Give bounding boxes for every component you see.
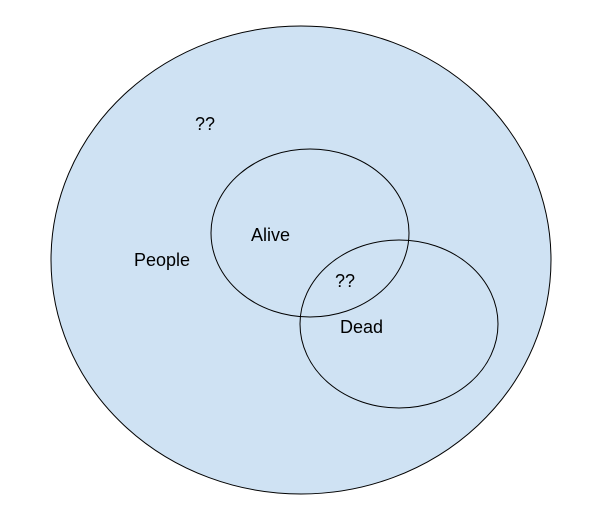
people-set-label: People xyxy=(134,250,190,270)
alive-set-ellipse xyxy=(210,148,410,318)
dead-set-label: Dead xyxy=(340,317,383,337)
alive-set-label: Alive xyxy=(251,225,290,245)
people-set-ellipse xyxy=(50,25,552,495)
overlap-unknown-label: ?? xyxy=(335,271,355,291)
outside-unknown-label: ?? xyxy=(195,114,215,134)
dead-set-ellipse xyxy=(299,239,499,409)
